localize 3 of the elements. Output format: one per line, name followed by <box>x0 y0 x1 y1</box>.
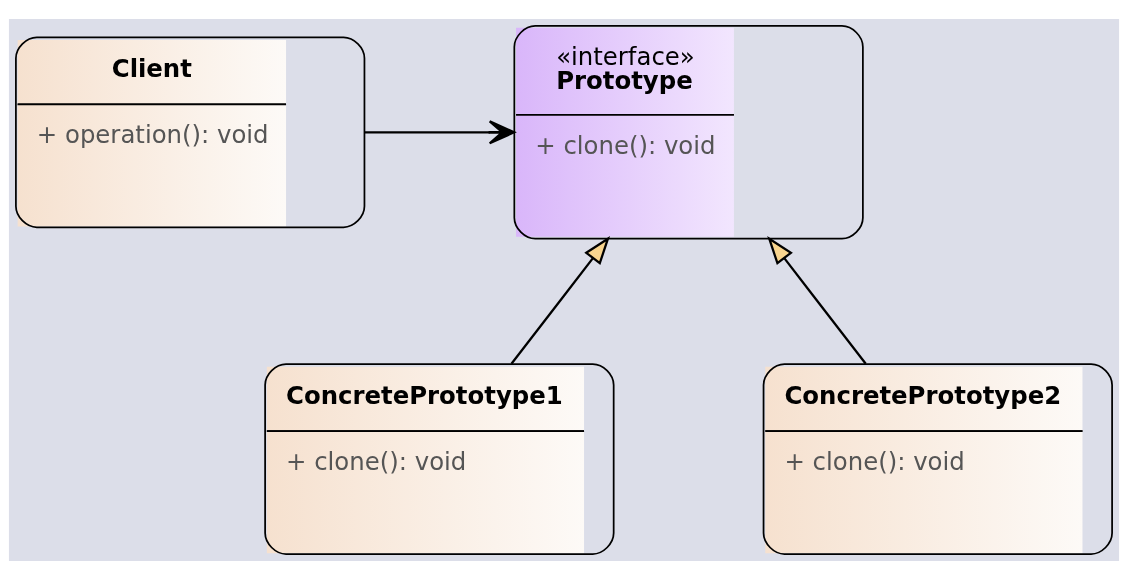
arrow <box>510 235 611 365</box>
arrow <box>364 120 516 145</box>
arrow <box>767 235 867 365</box>
